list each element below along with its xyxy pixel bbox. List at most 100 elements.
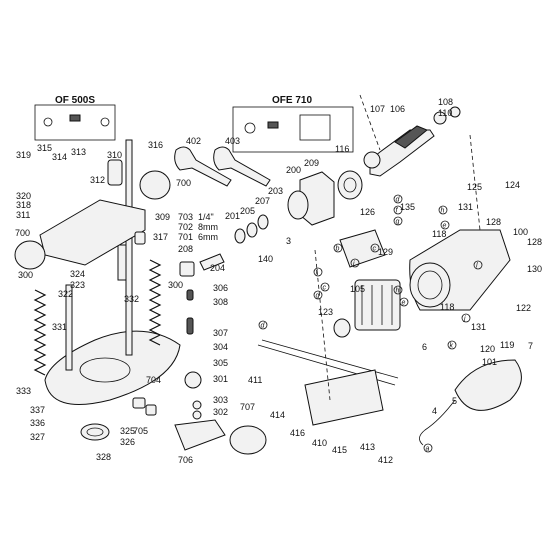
wrench-402 bbox=[174, 146, 232, 187]
label-107: 107 bbox=[370, 104, 385, 114]
label-311: 311 bbox=[16, 210, 30, 220]
label-205: 205 bbox=[240, 206, 255, 216]
marker-i: i bbox=[350, 258, 360, 268]
field-105 bbox=[354, 279, 401, 331]
marker-d: d bbox=[393, 194, 403, 204]
label-128: 128 bbox=[527, 237, 542, 247]
label-140: 140 bbox=[258, 254, 273, 264]
label-306: 306 bbox=[213, 283, 228, 293]
armature-107 bbox=[369, 129, 435, 177]
svg-text:f: f bbox=[396, 208, 399, 215]
svg-text:k: k bbox=[450, 343, 454, 350]
label-326: 326 bbox=[120, 437, 135, 447]
handle-101 bbox=[454, 359, 522, 411]
marker-f2: f bbox=[313, 267, 323, 277]
label-322: 322 bbox=[58, 289, 73, 299]
svg-text:d: d bbox=[261, 323, 266, 330]
label-310: 310 bbox=[107, 150, 122, 160]
svg-text:g: g bbox=[396, 219, 400, 226]
label-118: 118 bbox=[432, 229, 446, 239]
adapter-706 bbox=[174, 419, 226, 451]
label-307: 307 bbox=[213, 328, 228, 338]
label-309: 309 bbox=[155, 212, 170, 222]
label-131b: 131 bbox=[471, 322, 486, 332]
label-200: 200 bbox=[286, 165, 301, 175]
marker-c2: c bbox=[320, 282, 330, 292]
label-201: 201 bbox=[225, 211, 240, 221]
wrench-403 bbox=[213, 146, 271, 187]
svg-text:h: h bbox=[441, 208, 445, 215]
label-209: 209 bbox=[304, 158, 319, 168]
label-122: 122 bbox=[516, 303, 531, 313]
marker-l: l bbox=[473, 260, 483, 270]
ofe710-schematic bbox=[232, 106, 354, 153]
guide-410 bbox=[304, 369, 384, 426]
marker-g: g bbox=[393, 216, 403, 226]
label-320: 320 bbox=[16, 191, 31, 201]
label-300-left: 300 bbox=[18, 270, 33, 280]
marker-c: c bbox=[370, 243, 380, 253]
label-705: 705 bbox=[133, 426, 148, 436]
label-315: 315 bbox=[37, 143, 52, 153]
knob-700-right bbox=[139, 170, 171, 200]
label-702: 702 bbox=[178, 222, 193, 232]
label-126: 126 bbox=[360, 207, 375, 217]
label-300-right: 300 bbox=[168, 280, 183, 290]
svg-text:g: g bbox=[316, 293, 320, 300]
header-left: OF 500S bbox=[55, 95, 95, 106]
label-331: 331 bbox=[52, 322, 67, 332]
label-403: 403 bbox=[225, 136, 240, 146]
size-8mm: 8mm bbox=[198, 222, 218, 232]
label-129: 129 bbox=[378, 247, 393, 257]
svg-text:c: c bbox=[323, 285, 327, 292]
label-703: 703 bbox=[178, 212, 193, 222]
size-6mm: 6mm bbox=[198, 232, 218, 242]
label-313: 313 bbox=[71, 147, 86, 157]
label-707: 707 bbox=[240, 402, 255, 412]
label-135: 135 bbox=[400, 202, 415, 212]
label-412: 412 bbox=[378, 455, 393, 465]
label-128b: 128 bbox=[486, 217, 501, 227]
label-324: 324 bbox=[70, 269, 85, 279]
marker-a: a bbox=[423, 443, 433, 453]
label-411: 411 bbox=[248, 375, 262, 385]
label-305: 305 bbox=[213, 358, 228, 368]
part-labels: OF 500S OFE 710 107 106 108 110 116 100 … bbox=[15, 95, 542, 465]
label-327: 327 bbox=[30, 432, 45, 442]
svg-text:f: f bbox=[316, 270, 319, 277]
label-700-left: 700 bbox=[15, 228, 30, 238]
svg-text:l: l bbox=[476, 263, 478, 270]
label-116: 116 bbox=[335, 144, 349, 154]
label-105: 105 bbox=[350, 284, 365, 294]
label-317: 317 bbox=[153, 232, 168, 242]
label-312: 312 bbox=[90, 175, 105, 185]
switch-126 bbox=[339, 229, 386, 268]
label-101: 101 bbox=[482, 357, 497, 367]
label-208: 208 bbox=[178, 244, 193, 254]
label-336: 336 bbox=[30, 418, 45, 428]
svg-text:h: h bbox=[396, 288, 400, 295]
label-6: 6 bbox=[422, 342, 427, 352]
label-304: 304 bbox=[213, 342, 228, 352]
svg-text:i: i bbox=[353, 261, 355, 268]
svg-text:e: e bbox=[443, 223, 447, 230]
marker-f: f bbox=[393, 205, 403, 215]
label-4: 4 bbox=[432, 406, 437, 416]
svg-text:b: b bbox=[336, 246, 340, 253]
label-131: 131 bbox=[458, 202, 473, 212]
header-right: OFE 710 bbox=[272, 95, 312, 106]
label-325: 325 bbox=[120, 426, 135, 436]
marker-g2: g bbox=[313, 290, 323, 300]
marker-b: b bbox=[333, 243, 343, 253]
label-119: 119 bbox=[500, 340, 514, 350]
label-319: 319 bbox=[16, 150, 31, 160]
label-328: 328 bbox=[96, 452, 111, 462]
label-700-right: 700 bbox=[176, 178, 191, 188]
label-415: 415 bbox=[332, 445, 347, 455]
label-118b: 118 bbox=[440, 302, 454, 312]
svg-text:a: a bbox=[426, 446, 430, 453]
svg-text:c: c bbox=[373, 246, 377, 253]
parts-drawing bbox=[14, 94, 522, 455]
label-100: 100 bbox=[513, 227, 528, 237]
marker-k: k bbox=[447, 340, 457, 350]
